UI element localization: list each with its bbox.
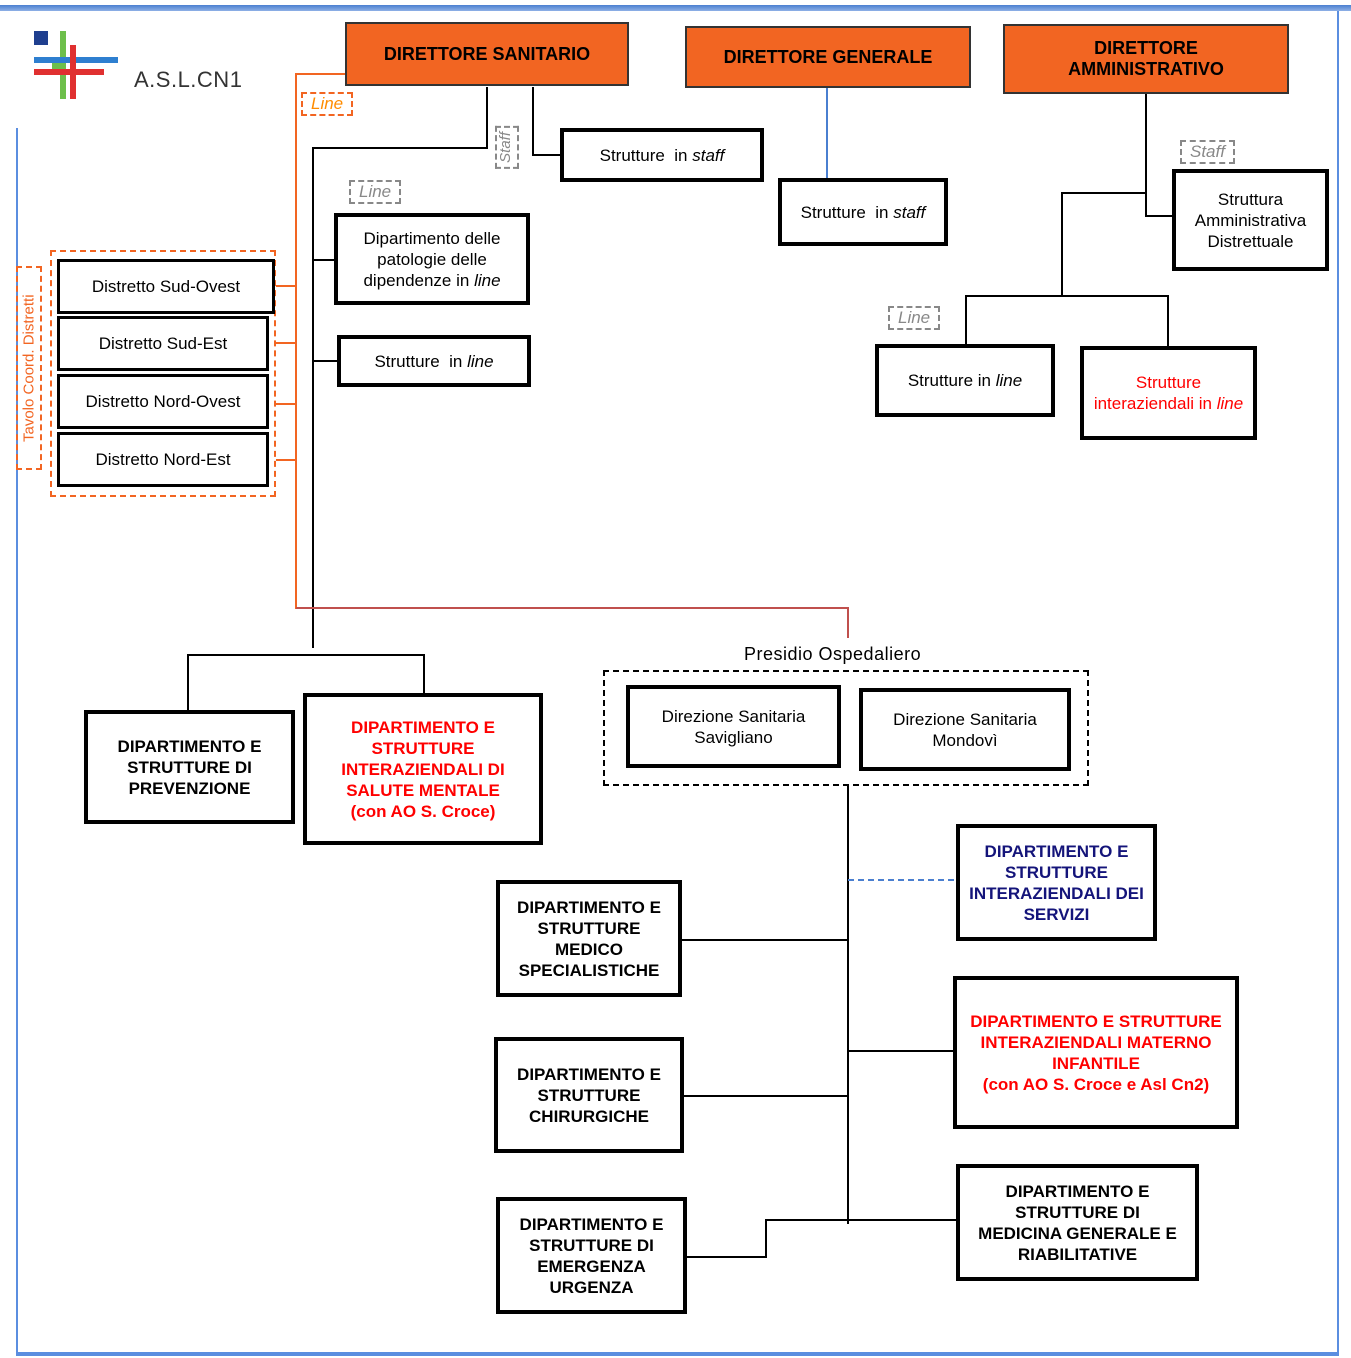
generale-strutture-staff-box: Strutture in staff	[778, 178, 948, 246]
box-text: DIPARTIMENTO E STRUTTURE INTERAZIENDALI …	[341, 717, 505, 800]
box-note: (con AO S. Croce)	[350, 801, 496, 821]
direttore-amministrativo-box: DIRETTORE AMMINISTRATIVO	[1003, 24, 1289, 94]
line-label: Line	[301, 92, 354, 116]
logo: A.S.L.CN1	[16, 11, 250, 127]
page-frame-left	[16, 128, 18, 1354]
box-text: Strutture interaziendali in	[1093, 373, 1217, 413]
distretto-sud-est-box: Distretto Sud-Est	[57, 316, 269, 371]
tavolo-coord-distretti-label: Tavolo Coord. Distretti	[16, 266, 42, 470]
sanitario-strutture-line-box: Strutture in line	[337, 335, 531, 387]
box-text: Strutture in	[800, 202, 894, 222]
page-frame-top	[0, 5, 1351, 11]
logo-text: A.S.L.CN1	[134, 67, 243, 92]
line-label: Line	[349, 180, 402, 204]
box-text: Dipartimento delle patologie delle dipen…	[363, 228, 501, 290]
box-text-em: staff	[692, 145, 725, 165]
box-text-em: line	[1216, 394, 1244, 413]
box-note: (con AO S. Croce e Asl Cn2)	[982, 1074, 1210, 1094]
direttore-generale-box: DIRETTORE GENERALE	[685, 26, 971, 88]
distretti-group	[50, 250, 276, 497]
dipartimento-servizi-box: DIPARTIMENTO E STRUTTURE INTERAZIENDALI …	[956, 824, 1157, 941]
dipartimento-medicina-generale-box: DIPARTIMENTO E STRUTTURE DI MEDICINA GEN…	[956, 1164, 1199, 1281]
presidio-ospedaliero-title: Presidio Ospedaliero	[744, 644, 922, 664]
direzione-savigliano-box: Direzione Sanitaria Savigliano	[626, 685, 841, 768]
distretto-nord-ovest-box: Distretto Nord-Ovest	[57, 374, 269, 429]
struttura-amministrativa-distrettuale-box: Struttura Amministrativa Distrettuale	[1172, 169, 1329, 271]
box-text-em: line	[995, 371, 1023, 390]
dipartimento-materno-infantile-box: DIPARTIMENTO E STRUTTURE INTERAZIENDALI …	[953, 976, 1239, 1129]
direzione-mondovi-box: Direzione Sanitaria Mondovì	[859, 688, 1071, 771]
box-text: Strutture in	[599, 145, 693, 165]
line-label: Line	[888, 306, 941, 330]
asl-logo-icon	[34, 31, 118, 99]
box-text: DIPARTIMENTO E STRUTTURE INTERAZIENDALI …	[970, 1011, 1222, 1073]
box-text-em: staff	[893, 202, 926, 222]
page-frame-bottom	[16, 1352, 1339, 1356]
page-frame-right	[1337, 11, 1339, 1354]
box-text-em: line	[467, 351, 494, 371]
distretto-sud-ovest-box: Distretto Sud-Ovest	[57, 259, 275, 314]
amministrativo-strutture-line-box: Strutture in line	[875, 344, 1055, 417]
box-text: Strutture in	[907, 371, 996, 390]
dipartimento-medico-specialistiche-box: DIPARTIMENTO E STRUTTURE MEDICO SPECIALI…	[496, 880, 682, 997]
direttore-sanitario-box: DIRETTORE SANITARIO	[345, 22, 629, 86]
box-text-em: line	[474, 270, 501, 290]
dipartimento-chirurgiche-box: DIPARTIMENTO E STRUTTURE CHIRURGICHE	[494, 1037, 684, 1153]
sanitario-strutture-staff-box: Strutture in staff	[560, 128, 764, 182]
staff-label: Staff	[1180, 140, 1235, 164]
strutture-interaziendali-line-box: Strutture interaziendali in line	[1080, 346, 1257, 440]
dipartimento-dipendenze-box: Dipartimento delle patologie delle dipen…	[334, 213, 530, 305]
distretto-nord-est-box: Distretto Nord-Est	[57, 432, 269, 487]
dipartimento-emergenza-urgenza-box: DIPARTIMENTO E STRUTTURE DI EMERGENZA UR…	[496, 1197, 687, 1314]
presidio-ospedaliero-group	[603, 670, 1089, 786]
dipartimento-salute-mentale-box: DIPARTIMENTO E STRUTTURE INTERAZIENDALI …	[303, 693, 543, 845]
dipartimento-prevenzione-box: DIPARTIMENTO E STRUTTURE DI PREVENZIONE	[84, 710, 295, 824]
staff-label: Staff	[495, 126, 519, 169]
box-text: Strutture in	[374, 351, 468, 371]
